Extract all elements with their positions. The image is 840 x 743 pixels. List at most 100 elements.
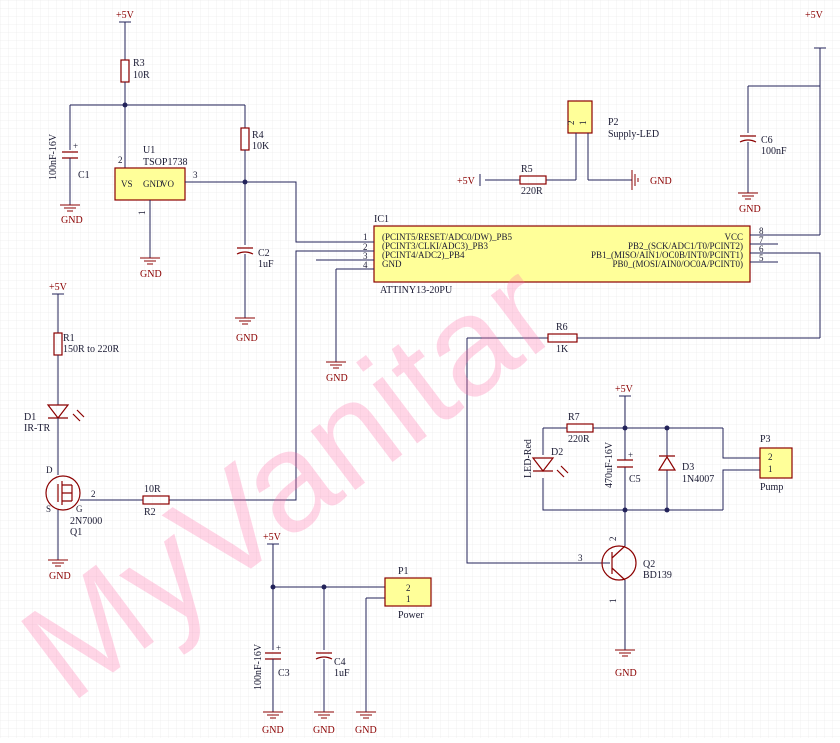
connector-p1 — [384, 577, 432, 607]
diode-d3 — [657, 455, 677, 471]
svg-text:100nF: 100nF — [761, 146, 787, 157]
capacitor-c1: + 100nF-16V C1 GND — [48, 133, 90, 226]
svg-text:R2: R2 — [144, 507, 156, 518]
capacitor-c5 — [617, 459, 633, 468]
power-input-section: +5V 2 1 P1 Power + 100nF-16V C3 C4 1uF G… — [253, 532, 432, 736]
svg-text:3: 3 — [193, 170, 198, 180]
svg-text:GND: GND — [143, 179, 163, 189]
svg-text:R6: R6 — [556, 322, 568, 333]
svg-text:PB0_(MOSI/AIN0/OC0A/PCINT0): PB0_(MOSI/AIN0/OC0A/PCINT0) — [612, 259, 743, 269]
svg-text:VS: VS — [121, 179, 133, 189]
svg-text:1: 1 — [137, 211, 147, 216]
svg-text:1K: 1K — [556, 344, 569, 355]
svg-text:+5V: +5V — [457, 176, 476, 187]
svg-text:5: 5 — [759, 253, 764, 263]
svg-text:GND: GND — [355, 725, 377, 736]
power-label-r3: +5V — [116, 10, 135, 21]
svg-text:LED-Red: LED-Red — [523, 439, 534, 478]
ic1-value: ATTINY13-20PU — [380, 285, 453, 296]
resistor-r2 — [142, 495, 170, 505]
svg-text:P2: P2 — [608, 117, 619, 128]
svg-text:2: 2 — [406, 583, 411, 593]
svg-text:+5V: +5V — [805, 10, 824, 21]
svg-text:P3: P3 — [760, 434, 771, 445]
svg-text:VCC: VCC — [724, 232, 743, 242]
svg-text:Pump: Pump — [760, 482, 783, 493]
svg-text:GND: GND — [313, 725, 335, 736]
svg-text:C3: C3 — [278, 668, 290, 679]
svg-text:+5V: +5V — [49, 282, 68, 293]
capacitor-c6: +5V C6 100nF GND R6 1K 3 — [466, 10, 826, 564]
svg-text:1: 1 — [578, 121, 588, 126]
resistor-r7 — [566, 423, 594, 433]
svg-text:4: 4 — [363, 260, 368, 270]
svg-text:7: 7 — [759, 235, 764, 245]
svg-text:2: 2 — [608, 537, 618, 542]
svg-text:2: 2 — [566, 121, 576, 126]
svg-text:3: 3 — [578, 553, 583, 563]
u1-ref: U1 — [143, 145, 155, 156]
svg-text:10R: 10R — [144, 484, 161, 495]
svg-text:2: 2 — [363, 242, 368, 252]
svg-text:2: 2 — [118, 155, 123, 165]
svg-text:GND: GND — [615, 668, 637, 679]
svg-text:100nF-16V: 100nF-16V — [253, 643, 264, 690]
resistor-r6 — [547, 333, 578, 343]
net-vcc-top: +5V R3 10R — [69, 10, 246, 175]
ir-receiver-u1: U1 TSOP1738 VS GND VO 2 3 1 GND — [114, 145, 363, 280]
svg-text:470uF-16V: 470uF-16V — [604, 441, 615, 488]
svg-text:2N7000: 2N7000 — [70, 516, 102, 527]
svg-text:GND: GND — [326, 373, 348, 384]
svg-text:2: 2 — [91, 489, 96, 499]
svg-text:1N4007: 1N4007 — [682, 474, 714, 485]
svg-text:C2: C2 — [258, 248, 270, 259]
microcontroller-ic1: IC1 1 2 3 4 8 7 6 5 (PCINT5/RESET/ADC0/D… — [316, 214, 778, 384]
svg-text:150R to 220R: 150R to 220R — [63, 344, 119, 355]
svg-text:Supply-LED: Supply-LED — [608, 129, 659, 140]
svg-text:GND: GND — [650, 176, 672, 187]
svg-text:PB1_(MISO/AIN1/OC0B/INT0/PCINT: PB1_(MISO/AIN1/OC0B/INT0/PCINT1) — [591, 250, 743, 260]
svg-text:1uF: 1uF — [258, 259, 274, 270]
pump-driver-section: +5V R7 220R LED-Red D2 + 470uF-16V C5 D3… — [523, 384, 793, 679]
svg-text:GND: GND — [49, 571, 71, 582]
mosfet-q1 — [45, 475, 81, 511]
svg-text:R4: R4 — [252, 130, 264, 141]
svg-text:Q1: Q1 — [70, 527, 82, 538]
connector-p2: 2 1 P2 Supply-LED +5V R5 220R GND — [457, 100, 672, 197]
c1-ref: C1 — [78, 170, 90, 181]
transistor-q2 — [601, 545, 637, 581]
svg-text:D: D — [46, 465, 53, 475]
svg-text:1: 1 — [363, 232, 368, 242]
resistor-r4: R4 10K — [240, 127, 270, 245]
c1-value: 100nF-16V — [48, 133, 59, 180]
svg-text:GND: GND — [236, 333, 258, 344]
svg-text:220R: 220R — [568, 434, 590, 445]
svg-text:D1: D1 — [24, 412, 36, 423]
svg-text:+: + — [73, 141, 78, 151]
svg-text:(PCINT4/ADC2)_PB4: (PCINT4/ADC2)_PB4 — [382, 250, 465, 260]
svg-text:C4: C4 — [334, 657, 346, 668]
svg-text:1: 1 — [608, 599, 618, 604]
svg-text:3: 3 — [363, 251, 368, 261]
ic1-ref: IC1 — [374, 214, 389, 225]
svg-text:GND: GND — [262, 725, 284, 736]
svg-text:(PCINT5/RESET/ADC0/DW)_PB5: (PCINT5/RESET/ADC0/DW)_PB5 — [382, 232, 513, 242]
svg-text:6: 6 — [759, 244, 764, 254]
u1-value: TSOP1738 — [143, 157, 187, 168]
resistor-r5 — [519, 175, 547, 185]
connector-p3 — [759, 447, 793, 479]
svg-text:GND: GND — [739, 204, 761, 215]
svg-text:2: 2 — [768, 452, 773, 462]
svg-text:1uF: 1uF — [334, 668, 350, 679]
capacitor-c4 — [315, 652, 333, 660]
r3-ref: R3 — [133, 58, 145, 69]
svg-text:IR-TR: IR-TR — [24, 423, 50, 434]
svg-text:(PCINT3/CLKI/ADC3)_PB3: (PCINT3/CLKI/ADC3)_PB3 — [382, 241, 489, 251]
svg-text:+5V: +5V — [615, 384, 634, 395]
svg-text:+: + — [276, 643, 281, 653]
svg-text:10K: 10K — [252, 141, 270, 152]
svg-text:BD139: BD139 — [643, 570, 672, 581]
